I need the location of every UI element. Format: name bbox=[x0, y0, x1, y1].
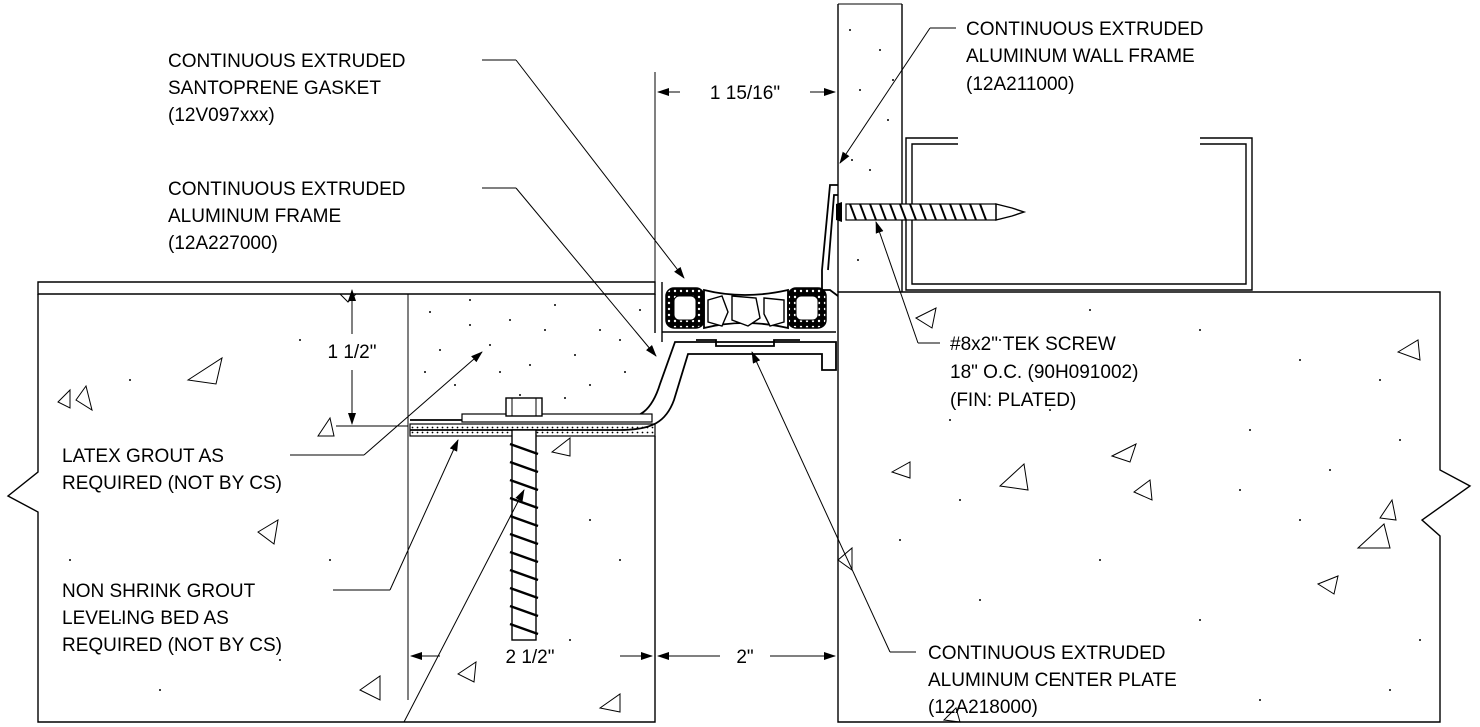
wall-stipple bbox=[849, 29, 894, 261]
left-concrete-slab bbox=[6, 281, 656, 723]
dim-top-gap-label: 1 15/16" bbox=[710, 83, 780, 104]
callout-frame: CONTINUOUS EXTRUDED ALUMINUM FRAME (12A2… bbox=[168, 179, 406, 254]
wall bbox=[837, 3, 903, 292]
callout-tek-screw-line-2: 18" O.C. (90H091002) bbox=[950, 362, 1138, 383]
steel-channel bbox=[905, 137, 1253, 291]
callout-frame-line-2: ALUMINUM FRAME bbox=[168, 206, 341, 227]
callout-leaders bbox=[290, 27, 956, 723]
callout-tek-screw-line-3: (FIN: PLATED) bbox=[950, 390, 1076, 411]
dim-edge: 2 1/2" bbox=[410, 647, 653, 668]
dim-top-gap: 1 15/16" bbox=[654, 72, 836, 282]
right-concrete-slab bbox=[837, 291, 1472, 723]
callout-frame-line-1: CONTINUOUS EXTRUDED bbox=[168, 179, 406, 200]
callout-gasket-line-2: SANTOPRENE GASKET bbox=[168, 78, 381, 99]
callout-gasket-line-1: CONTINUOUS EXTRUDED bbox=[168, 51, 406, 72]
dim-joint: 2" bbox=[657, 647, 836, 668]
center-plate bbox=[696, 339, 800, 347]
tek-screw bbox=[836, 202, 1027, 222]
callout-gasket: CONTINUOUS EXTRUDED SANTOPRENE GASKET (1… bbox=[168, 51, 406, 126]
callout-wall-frame-line-3: (12A211000) bbox=[966, 74, 1074, 95]
callout-tek-screw: #8x2" TEK SCREW 18" O.C. (90H091002) (FI… bbox=[950, 334, 1138, 411]
callout-latex-grout-line-1: LATEX GROUT AS bbox=[62, 446, 224, 467]
callout-frame-line-3: (12A227000) bbox=[168, 233, 278, 254]
callout-non-shrink-grout-line-3: REQUIRED (NOT BY CS) bbox=[62, 635, 282, 656]
callout-center-plate-line-3: (12A218000) bbox=[928, 697, 1038, 718]
callout-non-shrink-grout-line-1: NON SHRINK GROUT bbox=[62, 581, 256, 602]
callout-wall-frame-line-1: CONTINUOUS EXTRUDED bbox=[966, 19, 1204, 40]
callout-non-shrink-grout: NON SHRINK GROUT LEVELING BED AS REQUIRE… bbox=[62, 581, 282, 656]
right-slab-stipple bbox=[899, 309, 1421, 701]
callout-latex-grout: LATEX GROUT AS REQUIRED (NOT BY CS) bbox=[62, 446, 282, 494]
callout-center-plate-line-2: ALUMINUM CENTER PLATE bbox=[928, 670, 1177, 691]
callout-tek-screw-line-1: #8x2" TEK SCREW bbox=[950, 334, 1116, 355]
dim-depth-label: 1 1/2" bbox=[327, 342, 376, 363]
callout-wall-frame: CONTINUOUS EXTRUDED ALUMINUM WALL FRAME … bbox=[966, 19, 1204, 95]
latex-grout-stipple bbox=[69, 299, 641, 691]
callout-non-shrink-grout-line-2: LEVELING BED AS bbox=[62, 608, 229, 629]
callout-gasket-line-3: (12V097xxx) bbox=[168, 105, 275, 126]
wall-frame bbox=[821, 184, 839, 297]
callout-center-plate: CONTINUOUS EXTRUDED ALUMINUM CENTER PLAT… bbox=[928, 643, 1177, 718]
santoprene-gasket bbox=[665, 287, 827, 330]
callout-wall-frame-line-2: ALUMINUM WALL FRAME bbox=[966, 46, 1195, 67]
anchor-bolt bbox=[461, 397, 653, 641]
dim-joint-label: 2" bbox=[736, 647, 753, 668]
aluminum-frame-upper bbox=[661, 282, 836, 342]
dim-edge-label: 2 1/2" bbox=[505, 647, 554, 668]
dim-depth: 1 1/2" bbox=[327, 289, 408, 427]
callout-latex-grout-line-2: REQUIRED (NOT BY CS) bbox=[62, 473, 282, 494]
callout-center-plate-line-1: CONTINUOUS EXTRUDED bbox=[928, 643, 1166, 664]
